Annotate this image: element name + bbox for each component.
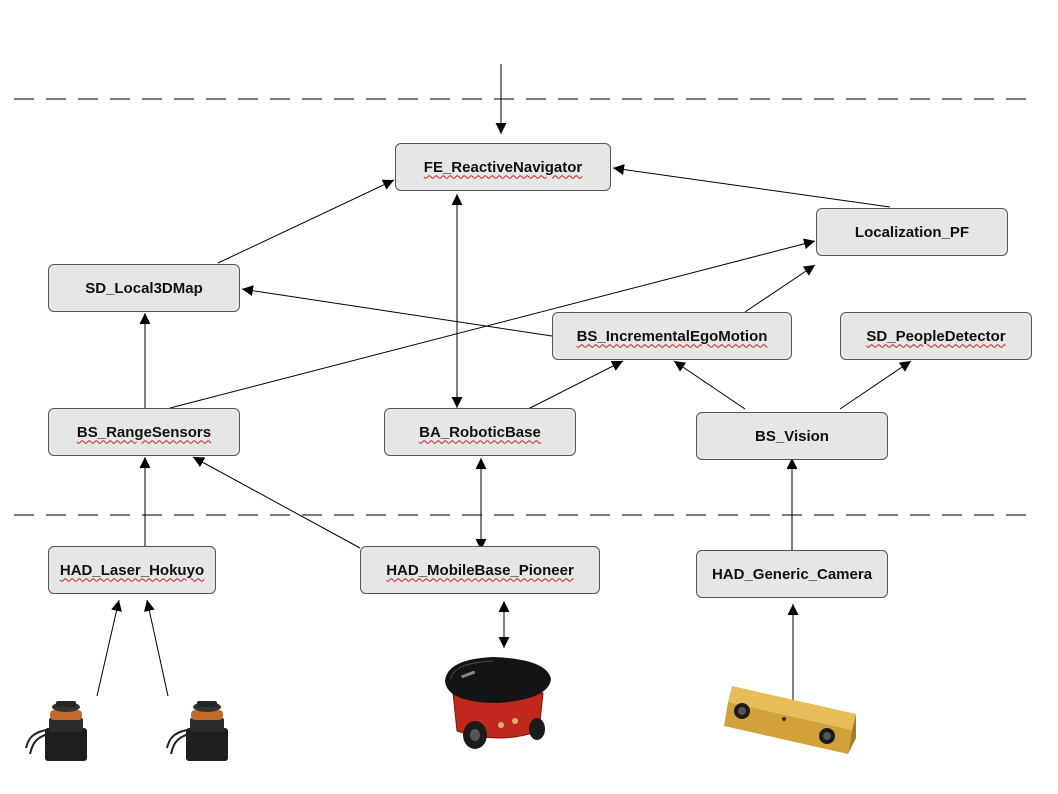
sd-local3dmap-node: SD_Local3DMap [48,264,240,312]
localization-pf-node: Localization_PF [816,208,1008,256]
sd-people-detector-label: SD_PeopleDetector [866,327,1006,345]
edge-pioneer-to-rangesensors [192,456,361,549]
had-generic-camera-node: HAD_Generic_Camera [696,550,888,598]
had-laser-hokuyo-node: HAD_Laser_Hokuyo [48,546,216,594]
edge-laser1-to-hokuyo [96,599,122,697]
edge-vision-to-peopledetector [839,360,912,410]
laser-scanner-image-2 [166,701,228,761]
bs-vision-label: BS_Vision [755,427,829,445]
edge-egomotion-to-localization [744,264,816,313]
edge-roboticbase-to-egomotion [529,360,624,409]
fe-reactive-navigator-node: FE_ReactiveNavigator [395,143,611,191]
had-mobilebase-pioneer-label: HAD_MobileBase_Pioneer [386,561,574,579]
edge-vision-to-egomotion [673,360,746,410]
edge-local3dmap-to-navigator [217,179,395,264]
edge-egomotion-to-local3dmap [241,285,553,337]
fe-reactive-navigator-label: FE_ReactiveNavigator [423,158,583,176]
localization-pf-label: Localization_PF [854,223,970,241]
ba-robotic-base-label: BA_RoboticBase [419,423,541,441]
edge-laser2-to-hokuyo [143,599,169,697]
bs-incremental-ego-motion-label: BS_IncrementalEgoMotion [576,327,768,345]
sd-local3dmap-label: SD_Local3DMap [85,279,203,297]
had-laser-hokuyo-label: HAD_Laser_Hokuyo [59,561,205,579]
bs-range-sensors-label: BS_RangeSensors [76,423,212,441]
bs-incremental-ego-motion-node: BS_IncrementalEgoMotion [552,312,792,360]
edge-rangesensors-to-localization [169,238,816,409]
had-mobilebase-pioneer-node: HAD_MobileBase_Pioneer [360,546,600,594]
bs-vision-node: BS_Vision [696,412,888,460]
bs-range-sensors-node: BS_RangeSensors [48,408,240,456]
mobile-robot-image [445,657,551,749]
edge-localization-to-navigator [612,164,891,208]
ba-robotic-base-node: BA_RoboticBase [384,408,576,456]
sd-people-detector-node: SD_PeopleDetector [840,312,1032,360]
stereo-camera-image [724,686,856,754]
laser-scanner-image [25,701,87,761]
had-generic-camera-label: HAD_Generic_Camera [711,565,873,583]
